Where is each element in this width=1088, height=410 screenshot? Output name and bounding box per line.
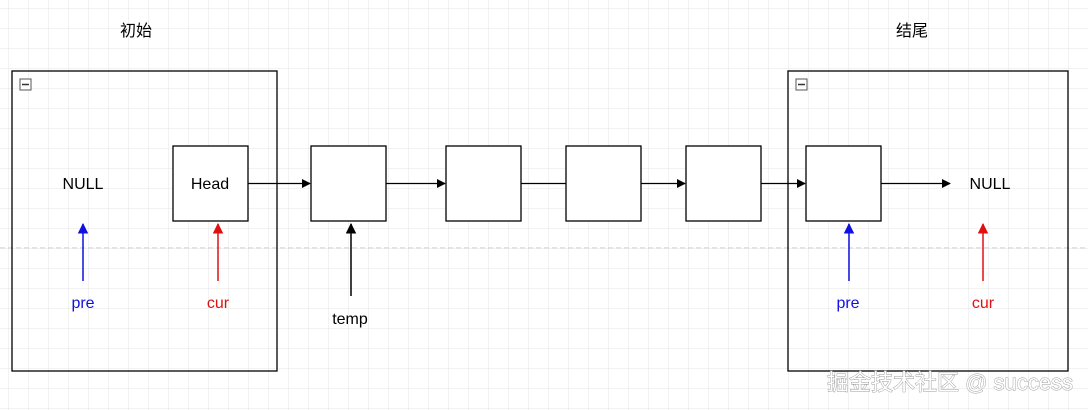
collapse-icon[interactable] [19,78,32,91]
head-node [172,145,249,222]
temp-label: temp [332,311,368,328]
initial-pre-label: pre [71,295,94,312]
final-cur-label: cur [972,295,995,312]
title-final: 结尾 [896,22,928,40]
list-node [310,145,387,222]
final-container [787,70,1069,372]
final-node [805,145,882,222]
list-node [565,145,642,222]
initial-null-label: NULL [63,176,104,193]
collapse-icon[interactable] [795,78,808,91]
head-node-label: Head [191,176,229,193]
title-initial: 初始 [120,22,152,40]
initial-container [11,70,278,372]
final-pre-label: pre [836,295,859,312]
initial-cur-label: cur [207,295,230,312]
list-node [445,145,522,222]
final-null-label: NULL [970,176,1011,193]
list-node [685,145,762,222]
watermark: 掘金技术社区 @ success [827,370,1073,395]
